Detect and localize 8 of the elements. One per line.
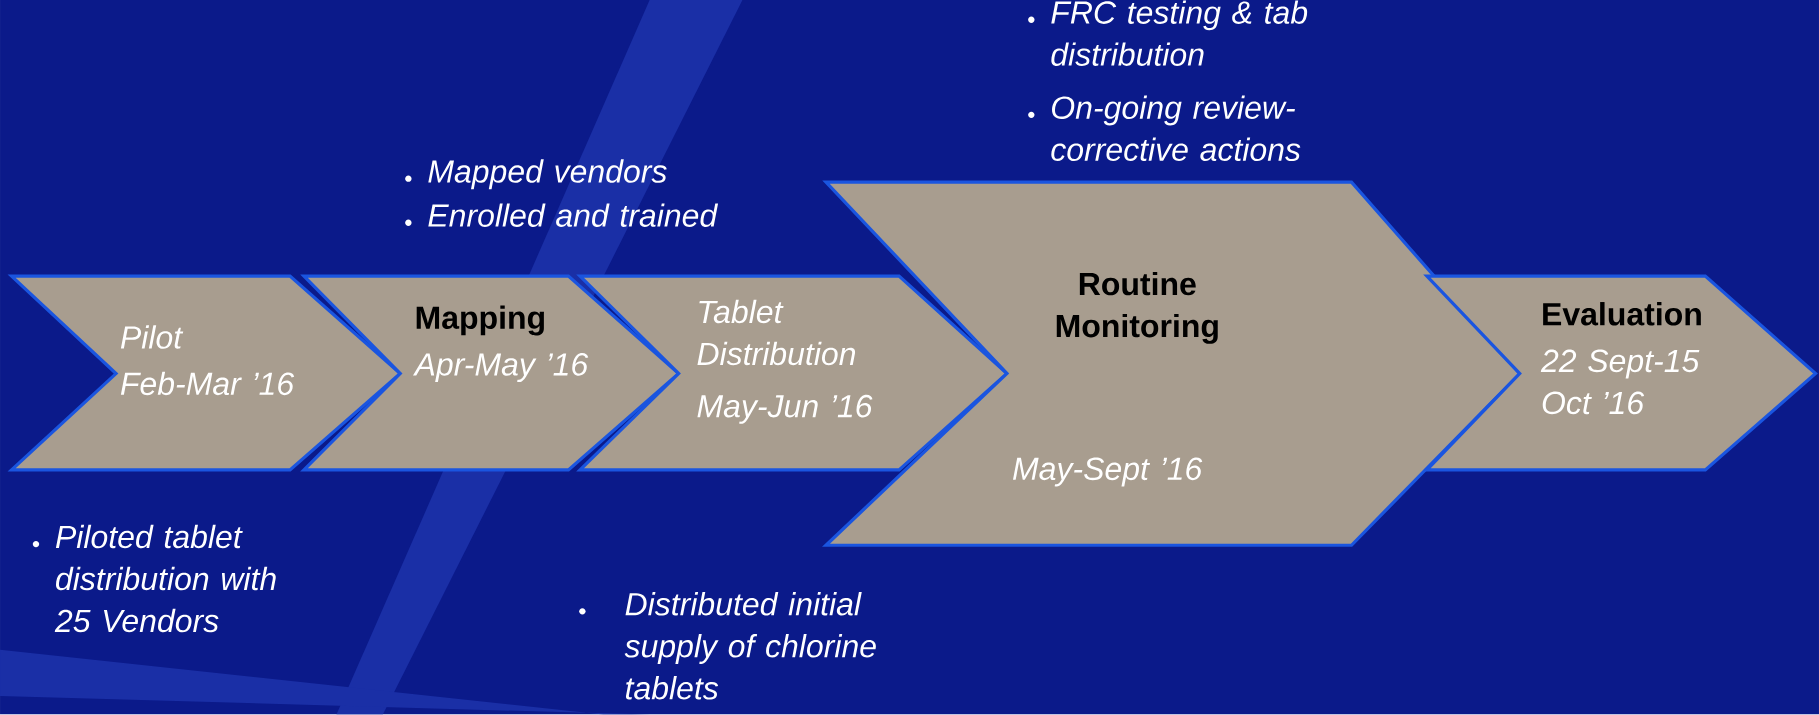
bullet-text: FRC testing & tab distribution (1051, 0, 1308, 67)
bullet-text: Mapped vendors (428, 159, 667, 190)
bullet-text: On-going review-corrective actions (1051, 95, 1301, 162)
node-label: 22 Sept-15 Oct ’16 (1540, 349, 1700, 415)
bullet-text: Distributed initial supply of chlorine tablets (624, 592, 876, 700)
bullet-text: Piloted tablet distribution with 25 Vendors (54, 524, 276, 633)
node-label: Evaluation (1543, 302, 1701, 326)
bullet-text: Enrolled and trained (428, 203, 719, 228)
